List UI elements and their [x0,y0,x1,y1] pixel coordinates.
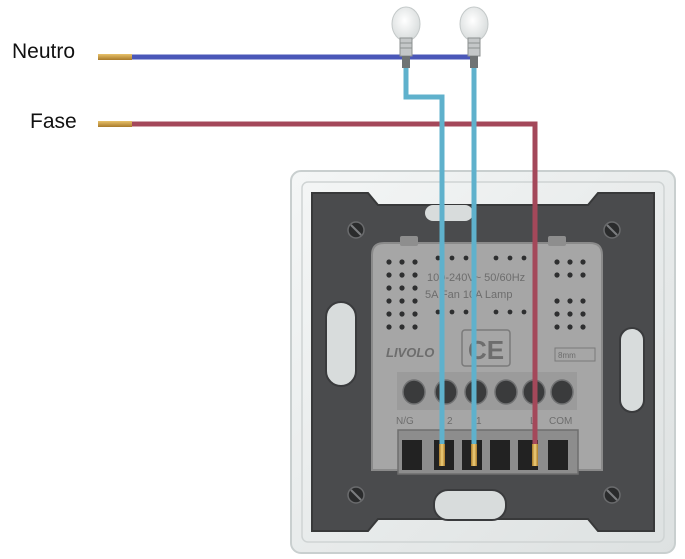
lamp-1 [391,6,421,68]
neutral-wire [98,54,470,60]
top-slot [425,205,473,221]
strip-gauge: 8mm [558,351,576,360]
spec-load: 5A Fan 10A Lamp [425,289,512,301]
module-body [371,242,603,471]
terminal-label-com: COM [549,416,572,427]
terminal-label-ng: N/G [396,416,414,427]
vent-holes-left [386,259,418,330]
terminal-label-1: 1 [476,416,482,427]
vent-holes-right [554,259,586,330]
switch-module: 100-240V~ 50/60Hz 5A Fan 10A Lamp CE LIV… [371,236,603,475]
load-wire-1 [403,68,445,452]
terminal-label-2: 2 [447,416,453,427]
phase-label: Fase [30,110,77,133]
lamp-2 [459,6,489,68]
phase-wire [98,121,538,452]
terminal-screws [397,372,577,410]
vent-holes-center [435,255,527,315]
neutral-label: Neutro [12,40,76,63]
bottom-slot [433,489,507,521]
wire-terminal-ends [439,444,538,466]
left-slot [325,301,357,387]
right-slot [619,327,645,413]
brand-logo: LIVOLO [386,345,434,360]
